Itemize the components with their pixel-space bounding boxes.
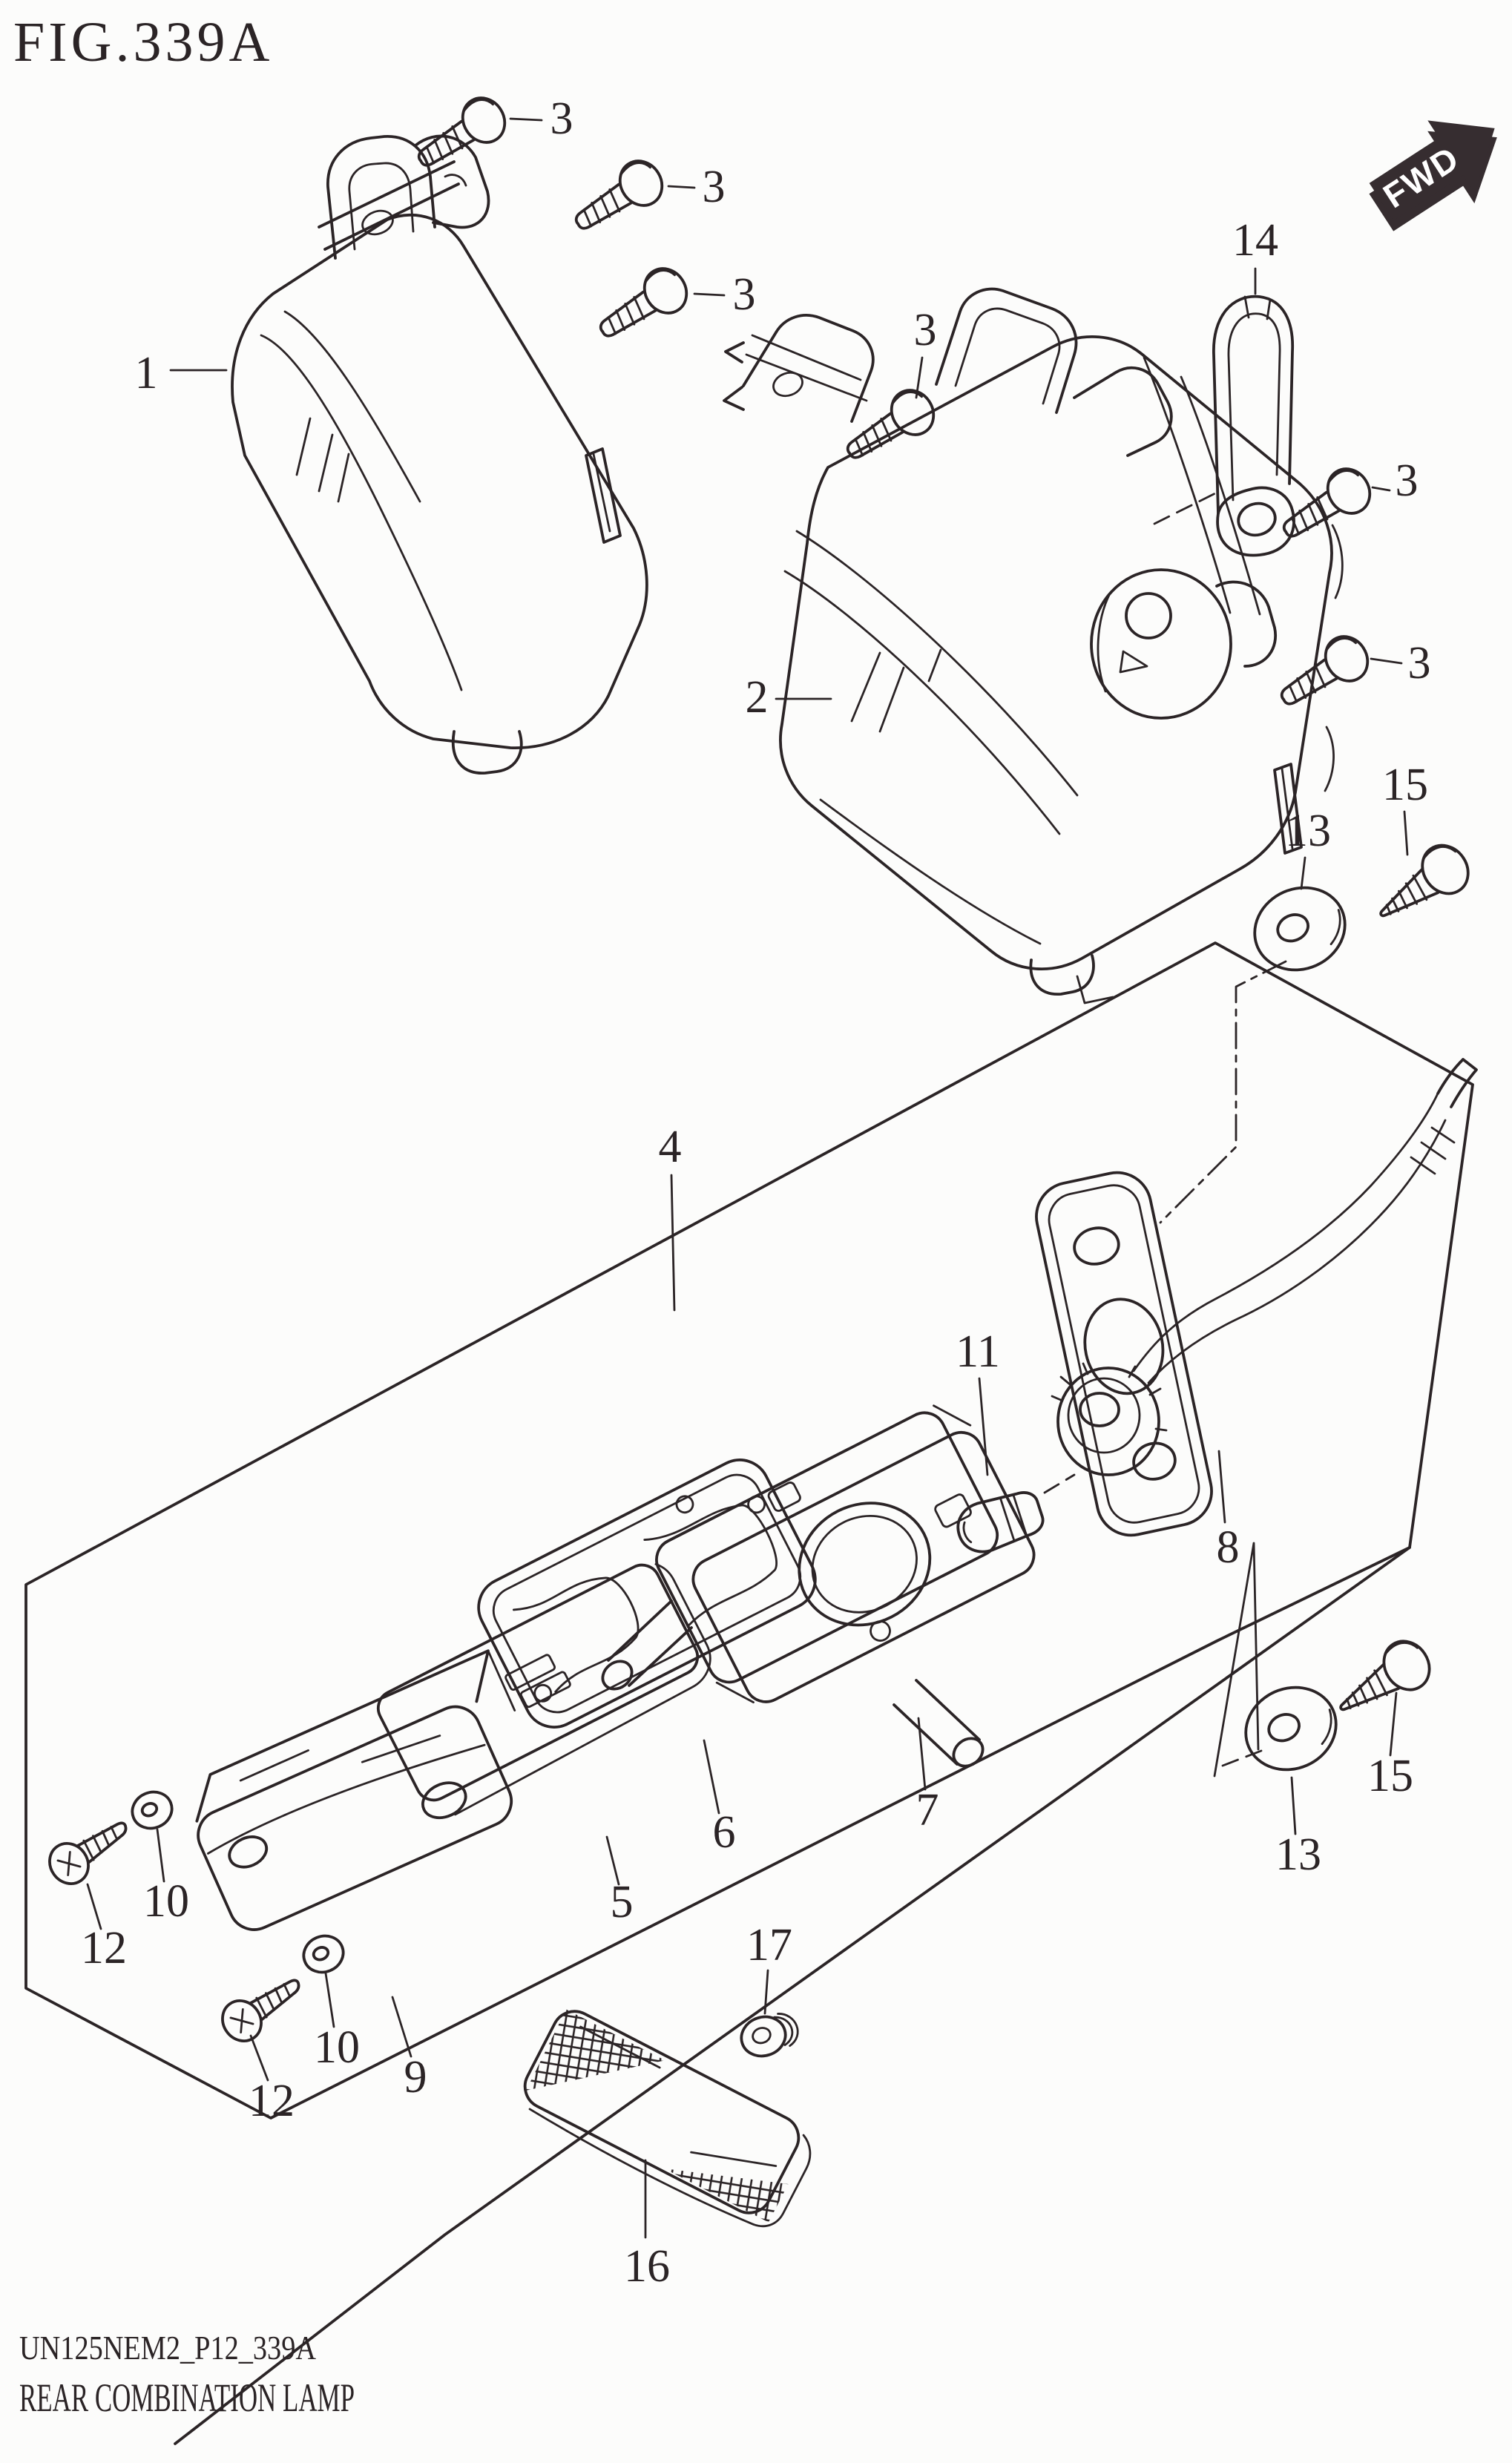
part-number-label: 5: [611, 1877, 634, 1927]
part-number-label: 8: [1217, 1522, 1240, 1573]
part-number-label: 12: [81, 1923, 127, 1973]
leader-line: [605, 1835, 620, 1886]
part-number-label: 16: [624, 2241, 670, 2292]
leader-line: [763, 1969, 769, 2015]
part-number-label: 14: [1232, 215, 1278, 266]
part-number-label: 12: [249, 2076, 295, 2126]
leader-line: [917, 1717, 927, 1791]
part-number-label: 9: [404, 2052, 427, 2102]
leader-line: [1370, 657, 1403, 665]
figure-title: FIG.339A: [13, 11, 273, 73]
part-11-bulb: [956, 1473, 1076, 1553]
leader-line: [1300, 856, 1306, 890]
part-number-label: 3: [1396, 456, 1419, 506]
part-17-grommet: [740, 2013, 799, 2058]
leader-line: [1389, 1691, 1398, 1757]
leader-line: [670, 1174, 676, 1312]
part-14-loop-bracket: [1212, 295, 1295, 557]
part-number-label: 3: [914, 305, 937, 355]
screw-3-group: [407, 88, 1380, 721]
leader-line: [1290, 1776, 1297, 1835]
part-number-label: 13: [1275, 1829, 1321, 1880]
part-number-label: 10: [143, 1876, 189, 1927]
part-9-outer-lens: [195, 1649, 516, 1931]
part-number-label: 7: [916, 1785, 939, 1835]
leader-line: [156, 1828, 165, 1883]
bulb-socket: [1051, 1362, 1168, 1476]
leader-line: [703, 1739, 720, 1815]
leader-line: [1371, 486, 1391, 492]
leader-line: [391, 1996, 412, 2058]
part-number-label: 3: [550, 93, 573, 144]
part-number-label: 3: [703, 162, 726, 212]
part-4-mounting-panel: [24, 941, 1474, 2445]
part-number-label: 15: [1382, 760, 1428, 810]
leader-line: [86, 1883, 102, 1930]
leader-line: [978, 1377, 989, 1476]
figure-caption: REAR COMBINATION LAMP: [19, 2375, 355, 2420]
part-number-label: 15: [1367, 1751, 1413, 1801]
fwd-arrow-icon: FWD: [1369, 120, 1497, 231]
part-5-inner-lens: [376, 1563, 711, 1816]
leader-line: [1403, 810, 1409, 856]
part-number-label: 17: [746, 1920, 792, 1970]
part-16-reflector: [523, 2009, 812, 2228]
part-7-lamp-housing: [601, 1404, 1036, 1768]
leader-line: [1217, 1450, 1226, 1524]
leader-line: [509, 117, 543, 122]
part-2-lamp-bracket-assembly: [723, 287, 1344, 1004]
part-number-label: 6: [713, 1807, 736, 1858]
part-number-label: 3: [1408, 638, 1431, 688]
leader-line: [915, 356, 924, 399]
leader-line: [249, 2034, 269, 2082]
leader-line: [693, 292, 726, 297]
part-8-license-bracket: [1035, 1058, 1478, 1537]
figure-code: UN125NEM2_P12_339A: [19, 2329, 316, 2367]
part-number-label: 1: [135, 348, 158, 398]
part-number-label: 13: [1285, 806, 1331, 856]
screw-15-group: [1325, 835, 1479, 1732]
part-6-gasket: [477, 1459, 817, 1729]
part-number-label: 2: [746, 672, 769, 723]
part-number-label: 3: [733, 269, 756, 320]
part-1-lamp-assembly: [231, 134, 648, 775]
leader-line: [324, 1972, 335, 2028]
leader-line: [667, 185, 696, 189]
part-number-label: 11: [956, 1326, 1000, 1377]
part-number-label: 4: [659, 1122, 682, 1172]
part-number-label: 10: [314, 2022, 360, 2073]
